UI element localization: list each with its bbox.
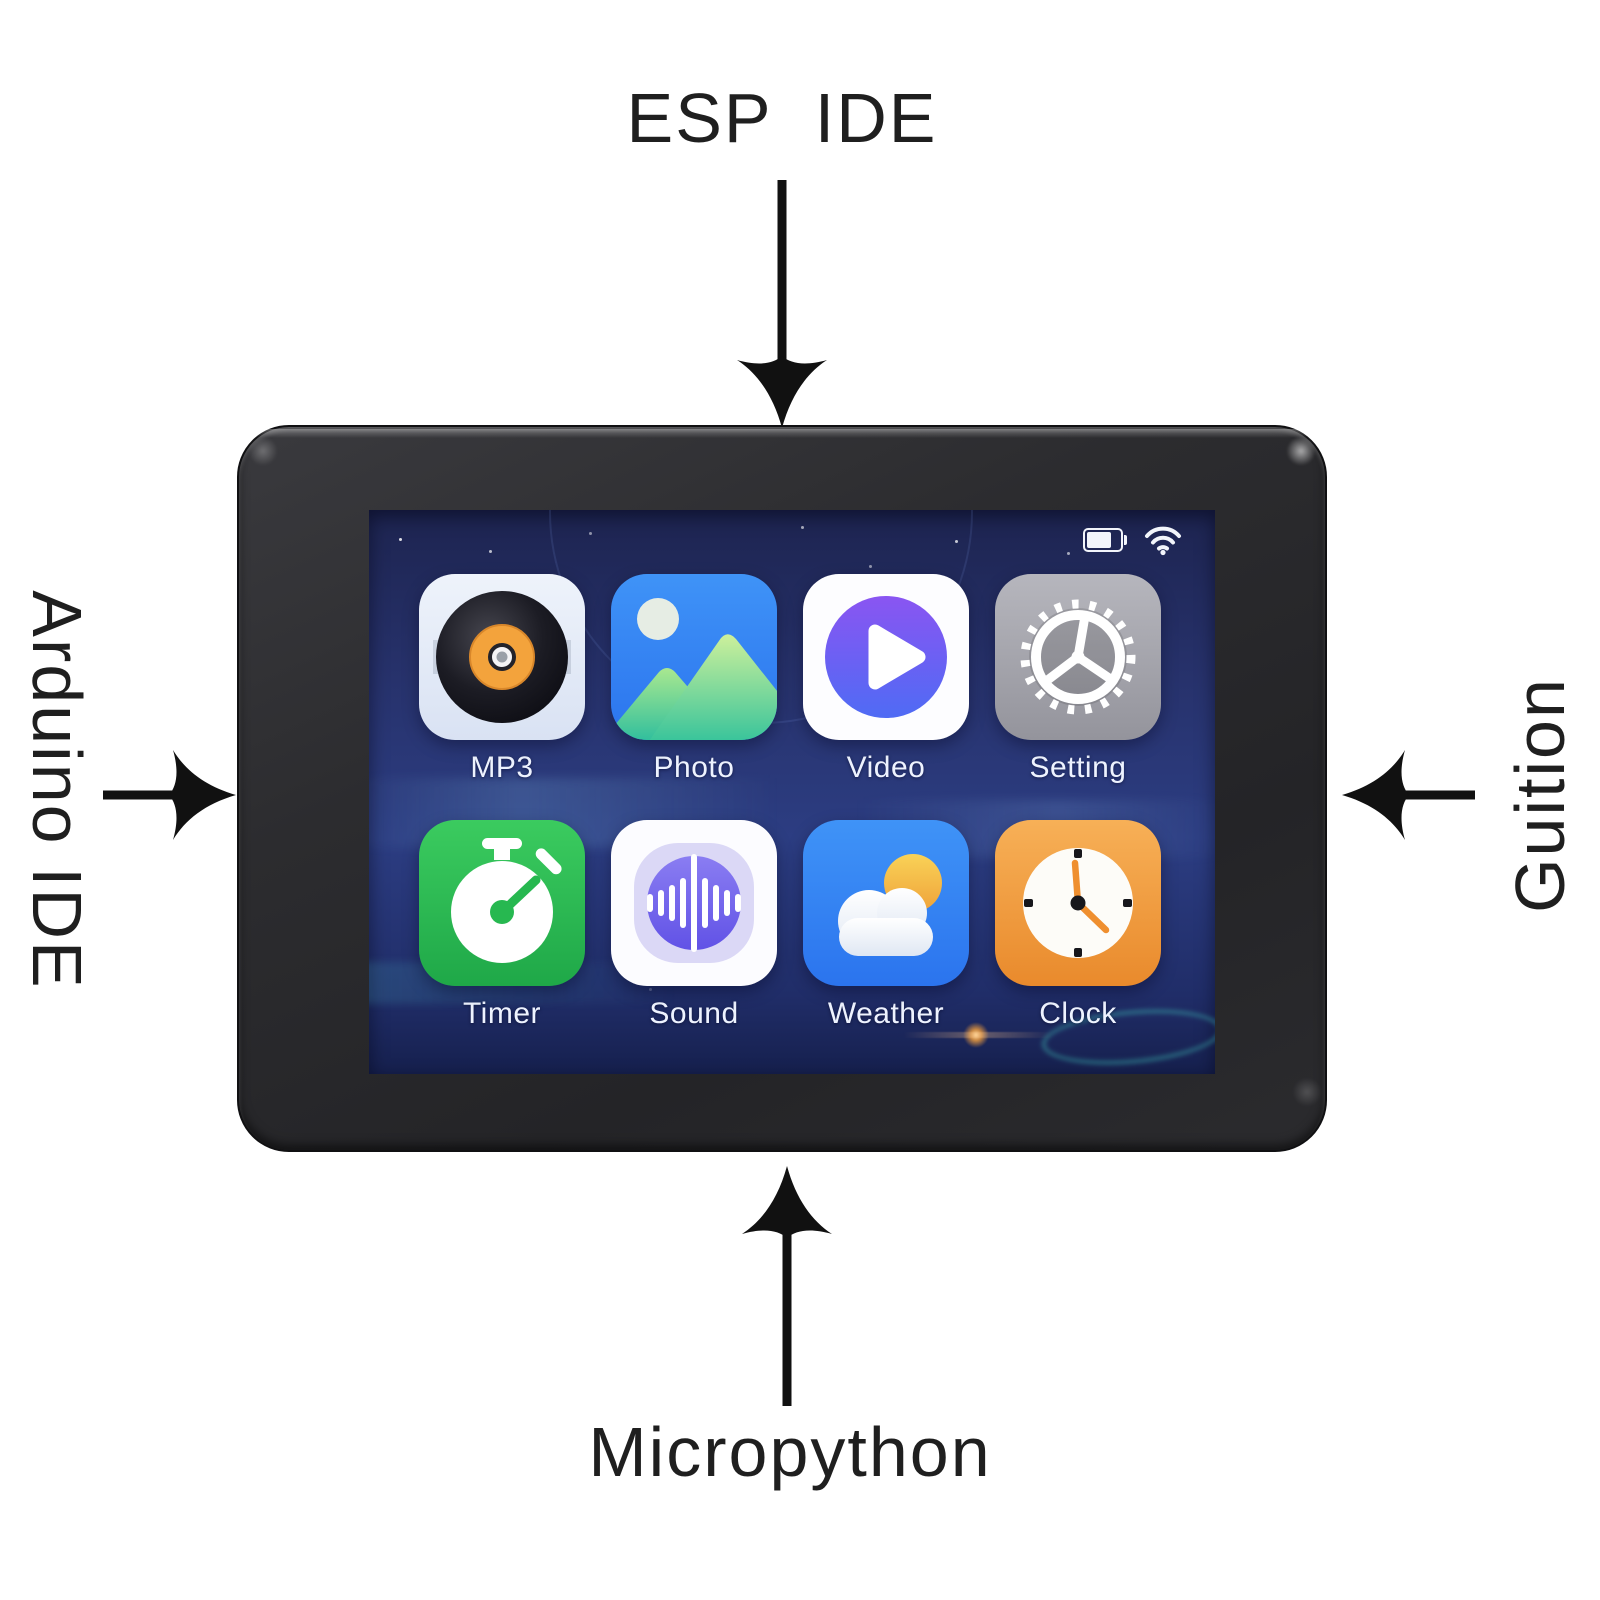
app-label: Clock — [1039, 997, 1117, 1030]
label-arduino-ide: Arduino IDE — [18, 590, 96, 990]
bezel-glint — [1285, 435, 1317, 467]
app-label: Setting — [1029, 751, 1127, 784]
vinyl-record-icon[interactable] — [419, 574, 585, 740]
battery-icon — [1083, 528, 1127, 552]
app-weather[interactable]: Weather — [803, 820, 969, 1031]
star-field — [399, 538, 402, 541]
status-bar — [1083, 524, 1183, 556]
app-mp3[interactable]: MP3 — [419, 574, 585, 785]
app-timer[interactable]: Timer — [419, 820, 585, 1031]
photo-gallery-icon[interactable] — [611, 574, 777, 740]
device-screen: MP3 — [369, 510, 1215, 1074]
stopwatch-icon[interactable] — [419, 820, 585, 986]
device-frame: MP3 — [237, 425, 1327, 1152]
app-label: Sound — [649, 997, 739, 1030]
app-label: Photo — [653, 751, 735, 784]
label-esp-ide: ESP IDE — [626, 79, 938, 157]
arrow-down-icon — [737, 180, 827, 428]
arrow-up-icon — [742, 1166, 832, 1406]
app-label: Video — [846, 751, 926, 784]
app-sound[interactable]: Sound — [611, 820, 777, 1031]
app-photo[interactable]: Photo — [611, 574, 777, 785]
gear-icon[interactable] — [995, 574, 1161, 740]
waveform-icon[interactable] — [611, 820, 777, 986]
arrow-left-icon — [1342, 750, 1475, 840]
bezel-glint — [1291, 1076, 1323, 1108]
wifi-icon — [1145, 526, 1181, 556]
label-micropython: Micropython — [588, 1413, 992, 1491]
arrow-right-icon — [103, 750, 236, 840]
app-label: Timer — [462, 997, 542, 1030]
app-label: Weather — [827, 997, 945, 1030]
app-clock[interactable]: Clock — [995, 820, 1161, 1031]
label-guition: Guition — [1501, 677, 1579, 913]
app-setting[interactable]: Setting — [995, 574, 1161, 785]
clock-icon[interactable] — [995, 820, 1161, 986]
app-video[interactable]: Video — [803, 574, 969, 785]
bezel-glint — [247, 435, 279, 467]
app-label: MP3 — [470, 751, 534, 784]
sun-cloud-icon[interactable] — [803, 820, 969, 986]
play-icon[interactable] — [803, 574, 969, 740]
